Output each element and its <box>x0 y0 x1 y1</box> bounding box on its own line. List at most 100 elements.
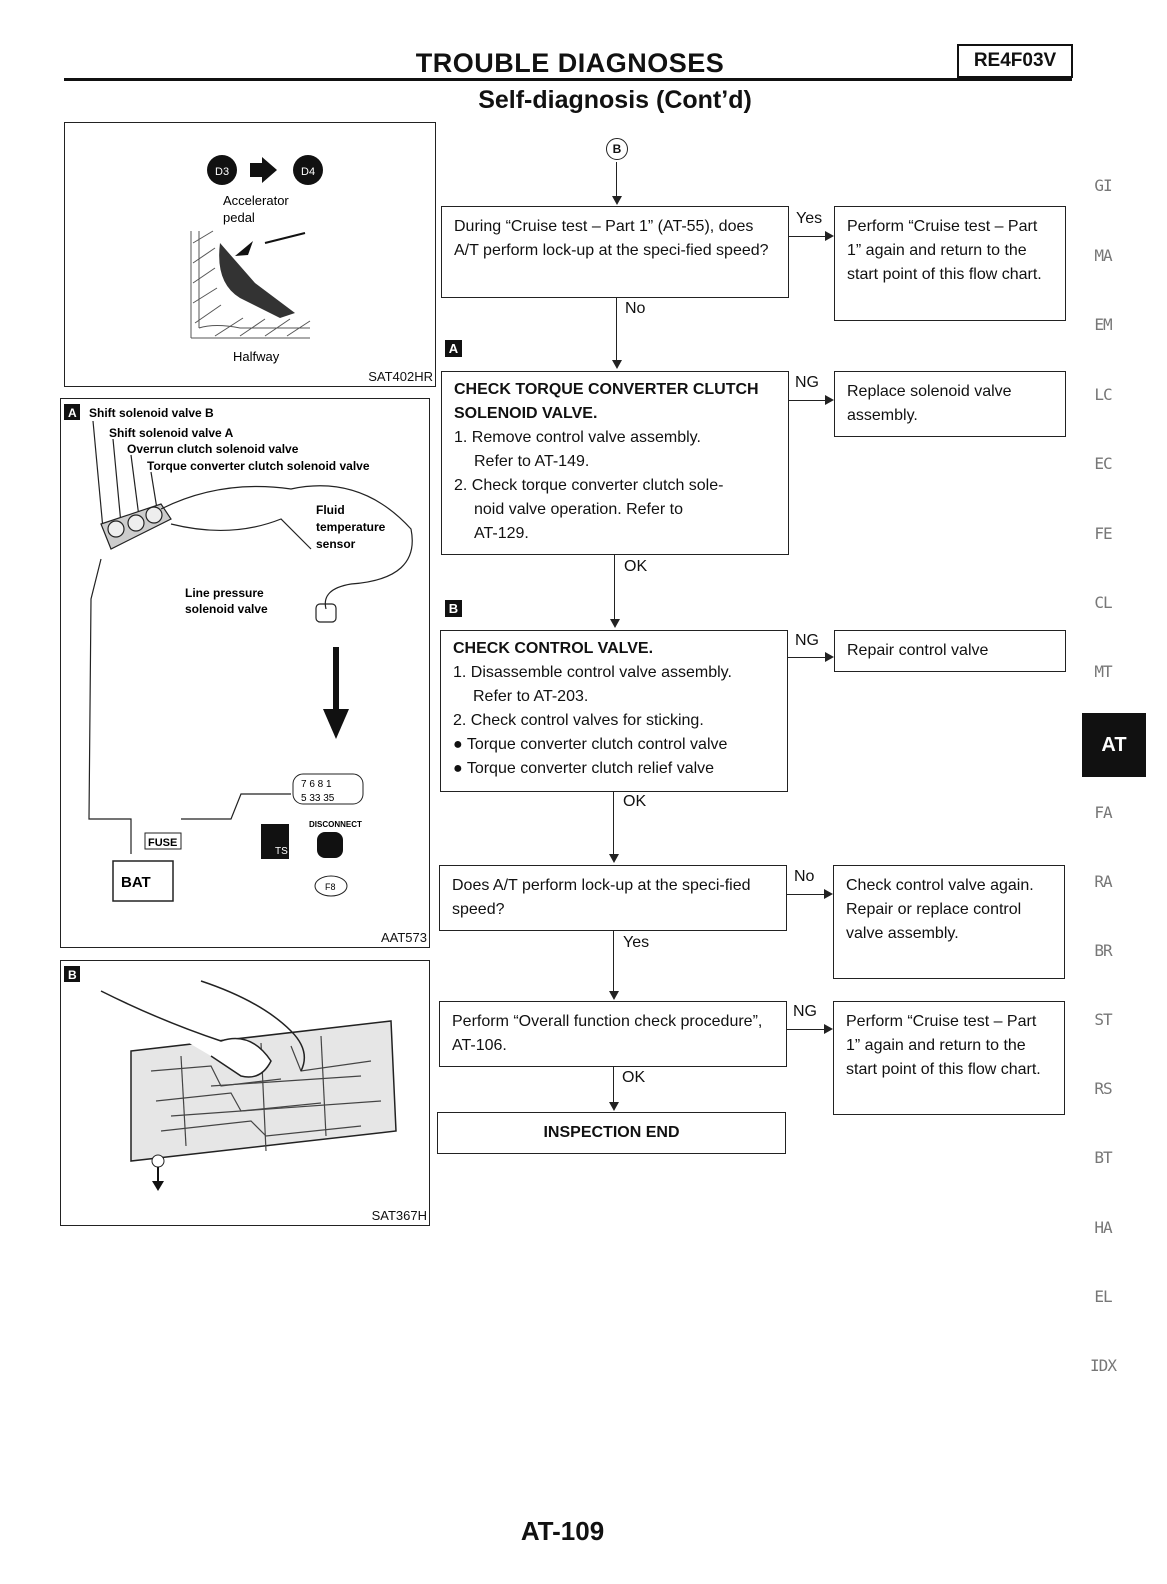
accelerator-pedal-illustration: D3 D4 Accelerator pedal Halfway <box>190 155 323 364</box>
model-badge: RE4F03V <box>957 44 1073 78</box>
arrow-down-icon <box>609 1102 619 1111</box>
figure-solenoid-wiring: A Shift solenoid valve B Shift solenoid … <box>60 398 430 948</box>
arrow-down-icon <box>612 196 622 205</box>
step3-ng-label: NG <box>795 632 819 649</box>
step2-ng-label: NG <box>795 374 819 391</box>
step4-yes-label: Yes <box>623 934 650 951</box>
step1-yes-label: Yes <box>796 210 823 227</box>
arrow-right-icon <box>825 395 834 405</box>
figure-control-valve: B SAT367H <box>60 960 430 1226</box>
step2-item: AT-129. <box>474 525 529 542</box>
d3-label: D3 <box>215 166 229 178</box>
connector <box>789 400 825 401</box>
figure-accelerator: D3 D4 Accelerator pedal Halfway SAT402HR <box>64 122 436 387</box>
side-tab-ha[interactable]: HA <box>1094 1218 1112 1237</box>
svg-text:F8: F8 <box>325 882 336 892</box>
figure-code: SAT402HR <box>368 369 433 384</box>
pedal-label-1: Accelerator <box>223 193 289 208</box>
svg-text:FUSE: FUSE <box>148 837 177 849</box>
svg-text:Shift solenoid valve B: Shift solenoid valve B <box>89 406 214 420</box>
arrow-down-icon <box>612 360 622 369</box>
solenoid-wiring-diagram: A Shift solenoid valve B Shift solenoid … <box>64 404 413 902</box>
connector <box>787 1029 824 1030</box>
step5-ng-label: NG <box>793 1003 817 1020</box>
side-tab-ec[interactable]: EC <box>1094 454 1112 473</box>
step2-item: 2. Check torque converter clutch sole- <box>454 477 724 494</box>
side-tab-at[interactable]: AT <box>1082 713 1146 777</box>
d4-label: D4 <box>301 166 315 178</box>
side-tab-ra[interactable]: RA <box>1094 872 1112 891</box>
side-tab-cl[interactable]: CL <box>1094 593 1112 612</box>
arrow-right-icon <box>825 231 834 241</box>
step5-ng-box: Perform “Cruise test – Part 1” again and… <box>833 1001 1065 1115</box>
side-tab-gi[interactable]: GI <box>1094 176 1112 195</box>
step3-item: ● Torque converter clutch relief valve <box>453 760 715 777</box>
step3-item: Refer to AT-203. <box>473 688 589 705</box>
step2-ok-label: OK <box>624 558 648 575</box>
marker-a: A <box>445 340 462 357</box>
step4-question-box: Does A/T perform lock-up at the speci-fi… <box>439 865 787 931</box>
connector <box>613 792 614 854</box>
step3-item: 1. Disassemble control valve assembly. <box>453 664 732 681</box>
svg-text:DISCONNECT: DISCONNECT <box>309 820 362 829</box>
svg-text:temperature: temperature <box>316 520 386 534</box>
svg-text:Fluid: Fluid <box>316 503 345 517</box>
arrow-right-icon <box>824 1024 833 1034</box>
figure-code: SAT367H <box>371 1208 427 1223</box>
marker-b: B <box>445 600 462 617</box>
svg-text:sensor: sensor <box>316 537 356 551</box>
arrow-down-icon <box>609 991 619 1000</box>
step2-ng-box: Replace solenoid valve assembly. <box>834 371 1066 437</box>
connector <box>613 931 614 991</box>
connector <box>616 298 617 360</box>
side-tab-fe[interactable]: FE <box>1094 524 1112 543</box>
step5-ok-label: OK <box>622 1069 646 1086</box>
step2-item: 1. Remove control valve assembly. <box>454 429 701 446</box>
connector <box>788 657 825 658</box>
step2-check-box: CHECK TORQUE CONVERTER CLUTCH SOLENOID V… <box>441 371 789 555</box>
arrow-right-icon <box>825 652 834 662</box>
side-tab-fa[interactable]: FA <box>1094 803 1112 822</box>
svg-text:BAT: BAT <box>121 874 151 891</box>
side-tab-mt[interactable]: MT <box>1094 662 1112 681</box>
step3-item: 2. Check control valves for sticking. <box>453 712 704 729</box>
svg-text:Line pressure: Line pressure <box>185 586 264 600</box>
svg-text:5 33 35: 5 33 35 <box>301 793 335 804</box>
svg-text:7 6 8 1: 7 6 8 1 <box>301 779 332 790</box>
side-tab-idx[interactable]: IDX <box>1090 1356 1117 1375</box>
side-tab-ma[interactable]: MA <box>1094 246 1112 265</box>
side-tab-bt[interactable]: BT <box>1094 1148 1112 1167</box>
step5-check-box: Perform “Overall function check procedur… <box>439 1001 787 1067</box>
side-tab-br[interactable]: BR <box>1094 941 1112 960</box>
side-tab-st[interactable]: ST <box>1094 1010 1112 1029</box>
connector <box>616 162 617 196</box>
step4-no-box: Check control valve again. Repair or rep… <box>833 865 1065 979</box>
step1-no-label: No <box>625 300 646 317</box>
page-number: AT-109 <box>520 1516 605 1546</box>
step3-ok-label: OK <box>623 793 647 810</box>
step3-title: CHECK CONTROL VALVE. <box>453 640 654 657</box>
side-tab-rs[interactable]: RS <box>1094 1079 1112 1098</box>
side-tab-em[interactable]: EM <box>1094 315 1112 334</box>
step3-item: ● Torque converter clutch control valve <box>453 736 728 753</box>
svg-text:solenoid valve: solenoid valve <box>185 602 268 616</box>
step3-check-box: CHECK CONTROL VALVE. 1. Disassemble cont… <box>440 630 788 792</box>
svg-text:Torque converter clutch soleno: Torque converter clutch solenoid valve <box>147 459 370 473</box>
connector <box>614 555 615 620</box>
side-tab-el[interactable]: EL <box>1094 1287 1112 1306</box>
connector <box>789 236 825 237</box>
arrow-right-icon <box>824 889 833 899</box>
side-tab-lc[interactable]: LC <box>1094 385 1112 404</box>
control-valve-illustration: B <box>64 966 397 1191</box>
inspection-end-box: INSPECTION END <box>437 1112 786 1154</box>
svg-text:A: A <box>68 406 77 420</box>
figure-code: AAT573 <box>380 930 427 945</box>
page-subtitle: Self-diagnosis (Cont’d) <box>478 86 752 114</box>
arrow-down-icon <box>609 854 619 863</box>
step4-no-label: No <box>794 868 815 885</box>
page-title: TROUBLE DIAGNOSES <box>415 48 725 78</box>
connector <box>613 1067 614 1102</box>
pedal-label-2: pedal <box>223 210 255 225</box>
step1-yes-box: Perform “Cruise test – Part 1” again and… <box>834 206 1066 321</box>
connector <box>787 894 824 895</box>
